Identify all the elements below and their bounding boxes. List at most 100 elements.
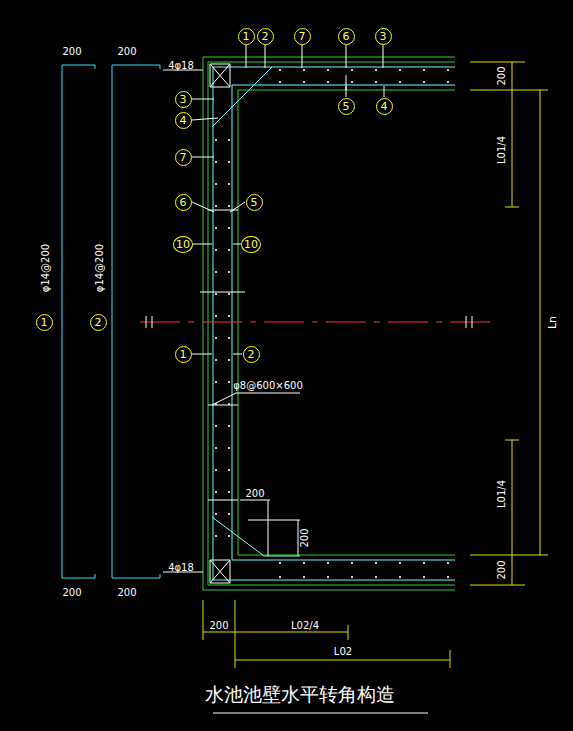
wall-outer: [203, 57, 455, 590]
rebar-dot: [215, 161, 217, 163]
callout-number: 7: [294, 28, 311, 45]
rebar-dot: [279, 562, 281, 564]
callout-number: 2: [243, 346, 260, 363]
rebar-dot: [327, 81, 329, 83]
rebar-dot: [228, 271, 230, 273]
leader-lines: [212, 393, 300, 405]
dimension-label: 200: [209, 621, 228, 631]
dimension-label: 4φ18: [168, 61, 194, 71]
rebar-dot: [228, 403, 230, 405]
rebar-dot: [215, 491, 217, 493]
rebar-dot: [228, 425, 230, 427]
rebar-dot: [327, 562, 329, 564]
rebar-dot: [215, 271, 217, 273]
rebar-dot: [215, 425, 217, 427]
rebar-dot: [228, 315, 230, 317]
rebar-dot: [228, 381, 230, 383]
corner-bar: [212, 517, 300, 556]
rebar-dot: [351, 576, 353, 578]
rebar-dot: [215, 381, 217, 383]
dimension-label: 200: [497, 560, 507, 579]
rebar-dot: [215, 183, 217, 185]
rebar-dot: [228, 491, 230, 493]
dimension-label: 200: [62, 47, 81, 57]
dimension-lines: [470, 62, 548, 585]
rebar-dot: [215, 293, 217, 295]
rebar-dot: [447, 562, 449, 564]
callout-number: 3: [175, 91, 192, 108]
dimension-label: φ14@200: [41, 244, 51, 292]
rebar-dot: [423, 81, 425, 83]
rebar-dot: [215, 205, 217, 207]
callout-number: 1: [238, 28, 255, 45]
callout-number: 1: [175, 346, 192, 363]
dimension-label: 200: [62, 588, 81, 598]
rebar-dot: [228, 513, 230, 515]
rebar-dot: [228, 447, 230, 449]
dimension-label: L02/4: [291, 621, 319, 631]
rebar-dot: [303, 81, 305, 83]
rebar-dot: [228, 139, 230, 141]
rebar-dot: [423, 562, 425, 564]
centre-line: [140, 322, 490, 323]
dimension-label: 200: [300, 528, 310, 547]
rebar-dot: [279, 69, 281, 71]
corner-bars: [210, 64, 230, 87]
callout-number: 3: [375, 28, 392, 45]
dimension-lines: [203, 600, 450, 668]
rebar-dot: [351, 81, 353, 83]
rebar-dot: [279, 81, 281, 83]
rebar-dot: [447, 576, 449, 578]
rebar-dot: [399, 576, 401, 578]
rebar-dot: [215, 403, 217, 405]
rebar-dot: [228, 535, 230, 537]
callout-number: 10: [173, 236, 193, 253]
rebar-dot: [228, 359, 230, 361]
dimension-label: φ8@600×600: [233, 381, 303, 391]
rebar-dot: [228, 205, 230, 207]
rebar-dot: [228, 161, 230, 163]
wall-outer-2: [208, 62, 455, 585]
rebar-dot: [447, 81, 449, 83]
corner-bars: [210, 560, 230, 583]
callout-number: 4: [175, 112, 192, 129]
rebar-dot: [215, 535, 217, 537]
rebar-dot: [279, 576, 281, 578]
rebar-dot: [215, 315, 217, 317]
rebar-dot: [303, 576, 305, 578]
rebar-dot: [228, 249, 230, 251]
rebar-dot: [399, 562, 401, 564]
dimension-label: L02: [334, 647, 352, 657]
rebar-dot: [327, 576, 329, 578]
title-underline: [213, 713, 428, 714]
callout-number: 1: [36, 314, 53, 331]
dimension-label: 200: [497, 66, 507, 85]
rebar-dot: [215, 227, 217, 229]
callout-number: 2: [257, 28, 274, 45]
callout-number: 6: [338, 28, 355, 45]
rebar-dot: [215, 469, 217, 471]
rebar-dot: [399, 69, 401, 71]
rebar-dot: [375, 81, 377, 83]
rebar-dot: [375, 562, 377, 564]
leader-lines: [246, 45, 384, 97]
rebar-dot: [327, 69, 329, 71]
dimension-label: Ln: [547, 315, 558, 328]
dimension-label: 4φ18: [168, 563, 194, 573]
callout-number: 5: [338, 98, 355, 115]
rebar-dot: [375, 576, 377, 578]
callout-number: 2: [90, 314, 107, 331]
rebar-dot: [447, 69, 449, 71]
dimension-label: L01/4: [497, 136, 507, 164]
rebar-dot: [303, 562, 305, 564]
centre-ticks: [146, 316, 472, 328]
callout-number: 4: [376, 98, 393, 115]
dimension-label: 200: [117, 47, 136, 57]
rebar-dot: [228, 183, 230, 185]
rebar-dot: [351, 562, 353, 564]
dimension-label: φ14@200: [95, 244, 105, 292]
rebar-dot: [228, 293, 230, 295]
tie-bar: [200, 75, 346, 500]
dimension-label: 200: [245, 489, 264, 499]
